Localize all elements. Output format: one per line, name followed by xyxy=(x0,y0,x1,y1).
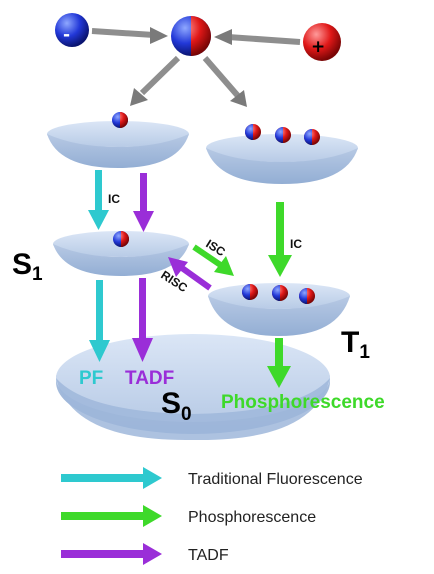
electron-to-exciton-arrow xyxy=(91,27,168,44)
exciton-s1 xyxy=(113,231,129,247)
ic-green-arrow xyxy=(268,202,292,277)
tadf-purple-arrow xyxy=(132,278,153,362)
legend: Traditional Fluorescence Phosphorescence… xyxy=(61,467,363,565)
s1-state-label: S1 xyxy=(12,248,43,285)
hole-to-exciton-arrow xyxy=(214,29,301,45)
phosphorescence-green-arrow xyxy=(267,338,291,388)
exciton-t1-2 xyxy=(272,285,288,301)
hole-particle: + xyxy=(303,23,341,61)
ic-purple-arrow xyxy=(133,173,154,232)
legend-label-phosphorescence: Phosphorescence xyxy=(188,509,316,526)
exciton-singlet-upper xyxy=(112,112,128,128)
green-arrow-icon xyxy=(61,505,162,527)
exciton-triplet-upper-3 xyxy=(304,129,320,145)
minus-sign: - xyxy=(63,25,70,45)
exciton-triplet-upper-1 xyxy=(245,124,261,140)
phosphorescence-emission-label: Phosphorescence xyxy=(221,392,385,413)
electron-particle: - xyxy=(55,13,89,47)
pf-cyan-arrow xyxy=(89,280,110,362)
ic-left-label: IC xyxy=(108,192,120,206)
s0-ground-state-disk xyxy=(56,334,330,441)
singlet-upper-level-disk xyxy=(47,121,189,168)
tadf-emission-label: TADF xyxy=(125,368,174,389)
purple-arrow-icon xyxy=(61,543,162,565)
exciton-t1-3 xyxy=(299,288,315,304)
legend-label-tadf: TADF xyxy=(188,547,229,564)
cyan-arrow-icon xyxy=(61,467,162,489)
exciton-to-singlet-arrow xyxy=(130,55,181,106)
isc-green-arrow xyxy=(192,244,234,276)
exciton-t1-1 xyxy=(242,284,258,300)
exciton-to-triplet-arrow xyxy=(202,56,247,107)
plus-sign: + xyxy=(311,37,325,57)
triplet-upper-level-disk xyxy=(206,134,358,184)
s0-state-label: S0 xyxy=(161,387,192,425)
ic-cyan-arrow xyxy=(88,170,109,230)
exciton-triplet-upper-2 xyxy=(275,127,291,143)
ic-right-label: IC xyxy=(290,237,302,251)
legend-item-fluorescence: Traditional Fluorescence xyxy=(61,467,363,489)
risc-purple-arrow xyxy=(168,257,212,291)
legend-label-fluorescence: Traditional Fluorescence xyxy=(188,471,363,488)
exciton-formation xyxy=(171,16,211,56)
t1-state-label: T1 xyxy=(341,326,370,363)
pf-emission-label: PF xyxy=(79,368,103,389)
legend-item-tadf: TADF xyxy=(61,543,229,565)
legend-item-phosphorescence: Phosphorescence xyxy=(61,505,316,527)
